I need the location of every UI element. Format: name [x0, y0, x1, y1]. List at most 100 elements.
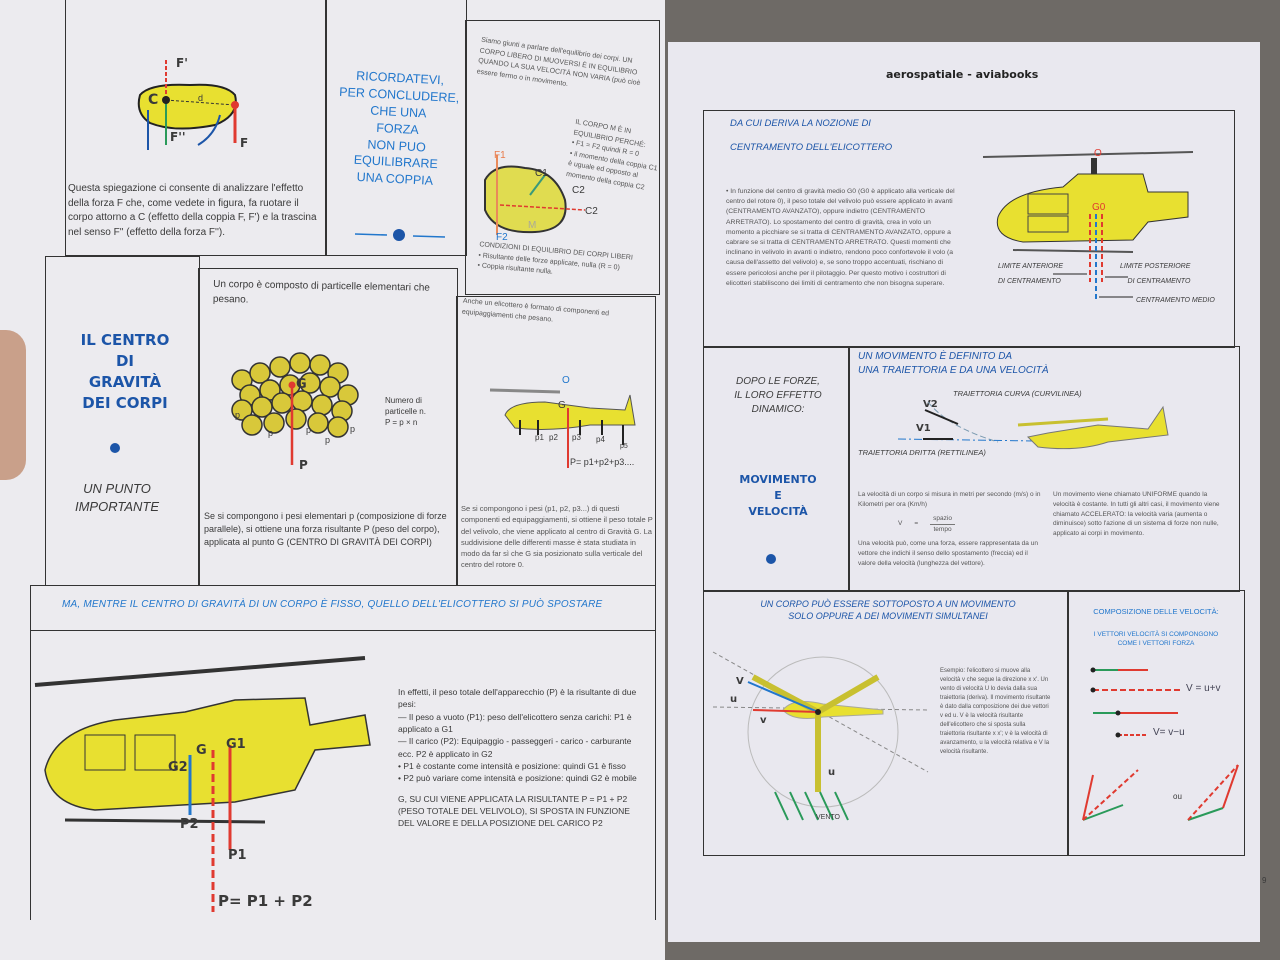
intro-line: IL LORO EFFETTO: [734, 390, 822, 401]
mid-centering-label: CENTRAMENTO MEDIO: [1136, 297, 1215, 304]
section-line: E: [774, 488, 782, 502]
label-g2: G2: [168, 760, 188, 775]
formula-den: tempo: [933, 525, 952, 533]
title-line: DEI CORPI: [82, 394, 168, 412]
simultaneous-cell: [703, 590, 1069, 856]
label-d: d: [198, 93, 204, 103]
cell-remember: [325, 0, 467, 256]
weight-line: — Il peso a vuoto (P1): peso dell'elicot…: [398, 711, 632, 734]
particles-note: Numero di particelle n. P = p × n: [385, 395, 426, 429]
force-diagram: [137, 60, 239, 150]
intro-line: DINAMICO:: [751, 404, 805, 415]
note-line: particelle n.: [385, 407, 426, 417]
equilibrium-diagram: [484, 155, 586, 235]
label-p-total: P= P1 + P2: [218, 892, 313, 910]
label-p5: p5: [620, 443, 628, 450]
subtitle-line: UN PUNTO: [83, 481, 151, 496]
label-o: O: [562, 375, 570, 386]
label-f-second: F'': [170, 130, 186, 144]
wind-drift-diagram: [712, 651, 929, 821]
front-line: LIMITE ANTERIORE: [998, 263, 1064, 270]
note-line: P = p × n: [385, 418, 418, 428]
section-line: MOVIMENTO: [739, 473, 817, 486]
centering-title2: CENTRAMENTO DELL'ELICOTTERO: [730, 142, 893, 153]
equation-sum: V = u+v: [1186, 683, 1221, 694]
label-v1: V1: [916, 423, 931, 434]
title-line: DI: [115, 352, 135, 370]
or-label: ou: [1173, 792, 1182, 801]
label-m: M: [528, 220, 537, 231]
composition-title: COMPOSIZIONE DELLE VELOCITÀ:: [1093, 607, 1219, 616]
formula-fraction: spazio tempo: [930, 514, 955, 535]
label-p-sum: P= p1+p2+p3....: [570, 457, 635, 467]
page-number: 9: [1262, 876, 1267, 885]
front-line: DI CENTRAMENTO: [998, 277, 1061, 285]
left-page: F' C d F'' F Questa spiegazione ci conse…: [0, 0, 665, 960]
right-page: aerospatiale - aviabooks DA CUI DERIVA L…: [668, 42, 1266, 942]
banner-text: MA, MENTRE IL CENTRO DI GRAVITÀ DI UN CO…: [62, 599, 603, 610]
particles-text: Se si compongono i pesi elementari p (co…: [204, 511, 447, 548]
label-f-prime: F': [176, 56, 188, 70]
bullet-dot-icon: [766, 554, 776, 564]
label-g0: G0: [1092, 202, 1106, 213]
label-c: C: [148, 92, 159, 108]
formula-num: spazio: [930, 514, 955, 525]
label-p: p: [235, 410, 241, 420]
motion-left-cell: [703, 346, 850, 592]
heli-weights-diagram: [489, 388, 636, 468]
page-header: aerospatiale - aviabooks: [886, 68, 1039, 81]
velocity-formula: V = spazio tempo: [898, 514, 955, 535]
label-g: G: [558, 400, 566, 411]
label-p: p: [325, 435, 331, 445]
label-p2: P2: [180, 817, 199, 832]
motion-section-title: MOVIMENTO E VELOCITÀ: [713, 472, 843, 520]
label-p3: p3: [572, 433, 581, 442]
title-line: UN CORPO PUÒ ESSERE SOTTOPOSTO A UN MOVI…: [760, 599, 1016, 609]
title-line: GRAVITÀ: [88, 373, 162, 391]
subtitle-line: IMPORTANTE: [74, 498, 160, 514]
label-g: G: [296, 377, 307, 392]
velocity-text: La velocità di un corpo si misura in met…: [858, 491, 1041, 508]
big-helicopter-diagram: [34, 656, 371, 912]
weight-line: • P1 è costante come intensità e posizio…: [398, 760, 626, 771]
wind-label: VENTO: [816, 814, 840, 821]
intro-line: DOPO LE FORZE,: [736, 376, 820, 387]
simultaneous-title: UN CORPO PUÒ ESSERE SOTTOPOSTO A UN MOVI…: [708, 598, 1068, 622]
cell-force: [65, 0, 327, 256]
simultaneous-text: Esempio: l'elicottero si muove alla velo…: [940, 668, 1051, 755]
thumb: [0, 330, 26, 480]
label-u-wind: u: [828, 767, 836, 778]
motion-type-text: Un movimento viene chiamato UNIFORME qua…: [1053, 491, 1220, 537]
label-c1: C1: [535, 168, 548, 179]
bullet-dot-icon: [110, 443, 120, 453]
particles-intro: Un corpo è composto di particelle elemen…: [212, 278, 431, 306]
motion-title: UN MOVIMENTO È DEFINITO DA UNA TRAIETTOR…: [858, 350, 1049, 378]
dot-divider-icon: [354, 229, 446, 241]
equation-difference: V= v−u: [1153, 727, 1185, 738]
trajectory-diagram: [897, 401, 1169, 450]
centering-helicopter-diagram: [982, 151, 1194, 300]
formula-eq: =: [914, 520, 919, 528]
label-f2: F2: [496, 232, 508, 243]
title-line: SOLO OPPURE A DEI MOVIMENTI SIMULTANEI: [788, 611, 988, 622]
label-p: p: [268, 428, 274, 438]
section-subtitle: UN PUNTO IMPORTANTE: [62, 480, 172, 515]
subtitle-line: I VETTORI VELOCITÀ SI COMPONGONO: [1093, 631, 1219, 638]
weight-line: G, SU CUI VIENE APPLICATA LA RISULTANTE …: [398, 793, 630, 829]
velocity-vector-text: Una velocità può, come una forza, essere…: [858, 540, 1038, 567]
section-line: VELOCITÀ: [748, 504, 808, 518]
label-p: p: [350, 424, 356, 434]
label-g: G: [196, 743, 207, 758]
curve-trajectory-label: TRAIETTORIA CURVA (CURVILINEA): [953, 389, 1082, 398]
cell-big-heli: [30, 630, 656, 920]
label-p2: p2: [549, 433, 558, 442]
formula-v: V: [898, 520, 903, 528]
composition-subtitle: I VETTORI VELOCITÀ SI COMPONGONO COME I …: [1070, 630, 1242, 648]
straight-trajectory-label: TRAIETTORIA DRITTA (RETTILINEA): [858, 448, 986, 457]
title-line: UN MOVIMENTO È DEFINITO DA: [858, 351, 1013, 362]
label-big-p: P: [299, 458, 308, 472]
front-limit-label: LIMITE ANTERIORE DI CENTRAMENTO: [998, 260, 1063, 289]
weight-text: In effetti, il peso totale dell'apparecc…: [398, 686, 648, 829]
motion-intro: DOPO LE FORZE, IL LORO EFFETTO DINAMICO:: [713, 375, 843, 417]
particles-diagram: [231, 352, 359, 465]
